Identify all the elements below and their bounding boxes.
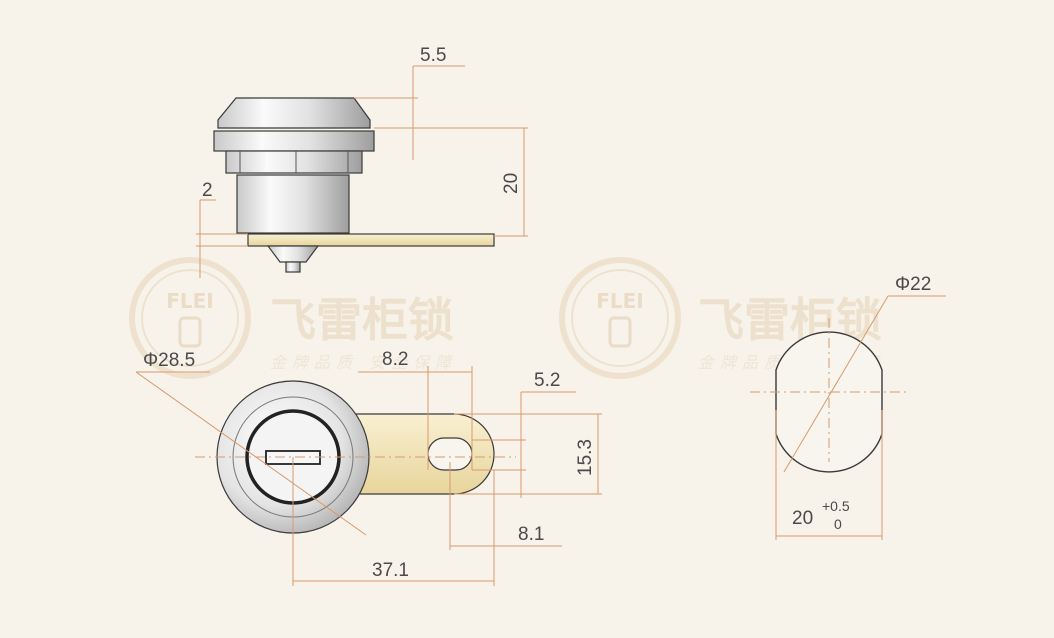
dim-total-length: 37.1 — [372, 560, 409, 581]
cam-screw-head — [266, 245, 320, 263]
front-view: Φ28.5 8.2 5.2 15.3 8.1 37.1 — [135, 349, 602, 586]
lock-flange — [213, 130, 375, 152]
dim-side-height: 20 — [501, 173, 522, 194]
side-view: 5.5 20 2 — [196, 45, 528, 278]
dim-cutout-flat: 20 — [792, 508, 813, 529]
watermark-logo-text: FLEI — [166, 289, 214, 313]
watermark-key-icon — [178, 316, 202, 348]
lock-body — [236, 174, 350, 234]
watermark-left: FLEI 飞雷柜锁 金牌品质 安全保障 — [129, 257, 457, 379]
watermark-seal-inner — [141, 269, 239, 367]
dim-slot-width: 8.2 — [382, 349, 408, 370]
watermark-key-icon — [608, 316, 632, 348]
dim-side-top-offset: 5.5 — [420, 45, 446, 66]
panel-cutout-view: Φ22 20 +0.5 0 — [750, 274, 946, 540]
diameter-leader — [135, 371, 367, 536]
lock-cap — [217, 97, 371, 129]
lock-nut — [225, 150, 363, 174]
watermark-brand: 飞雷柜锁 — [270, 293, 454, 347]
dim-slot-pos: 8.1 — [518, 524, 544, 545]
cam-arm — [349, 413, 495, 495]
dim-cutout-diameter: Φ22 — [895, 274, 931, 295]
watermark-slogan: 金牌品质 安全保障 — [270, 353, 457, 372]
dim-tolerance-lower: 0 — [834, 516, 842, 532]
diameter-leader — [783, 295, 889, 473]
dim-side-cam-offset: 2 — [202, 180, 213, 201]
dim-tolerance-upper: +0.5 — [822, 498, 850, 514]
watermark-seal-ring — [559, 257, 681, 379]
dim-cam-height: 15.3 — [575, 439, 596, 476]
cam-screw-tip — [285, 261, 301, 273]
watermark-seal-inner — [571, 269, 669, 367]
cam-plate — [247, 233, 495, 247]
watermark-logo-text: FLEI — [596, 289, 644, 313]
dim-cam-end: 5.2 — [534, 370, 560, 391]
dim-front-diameter: Φ28.5 — [143, 350, 195, 371]
watermark-seal-ring — [129, 257, 251, 379]
